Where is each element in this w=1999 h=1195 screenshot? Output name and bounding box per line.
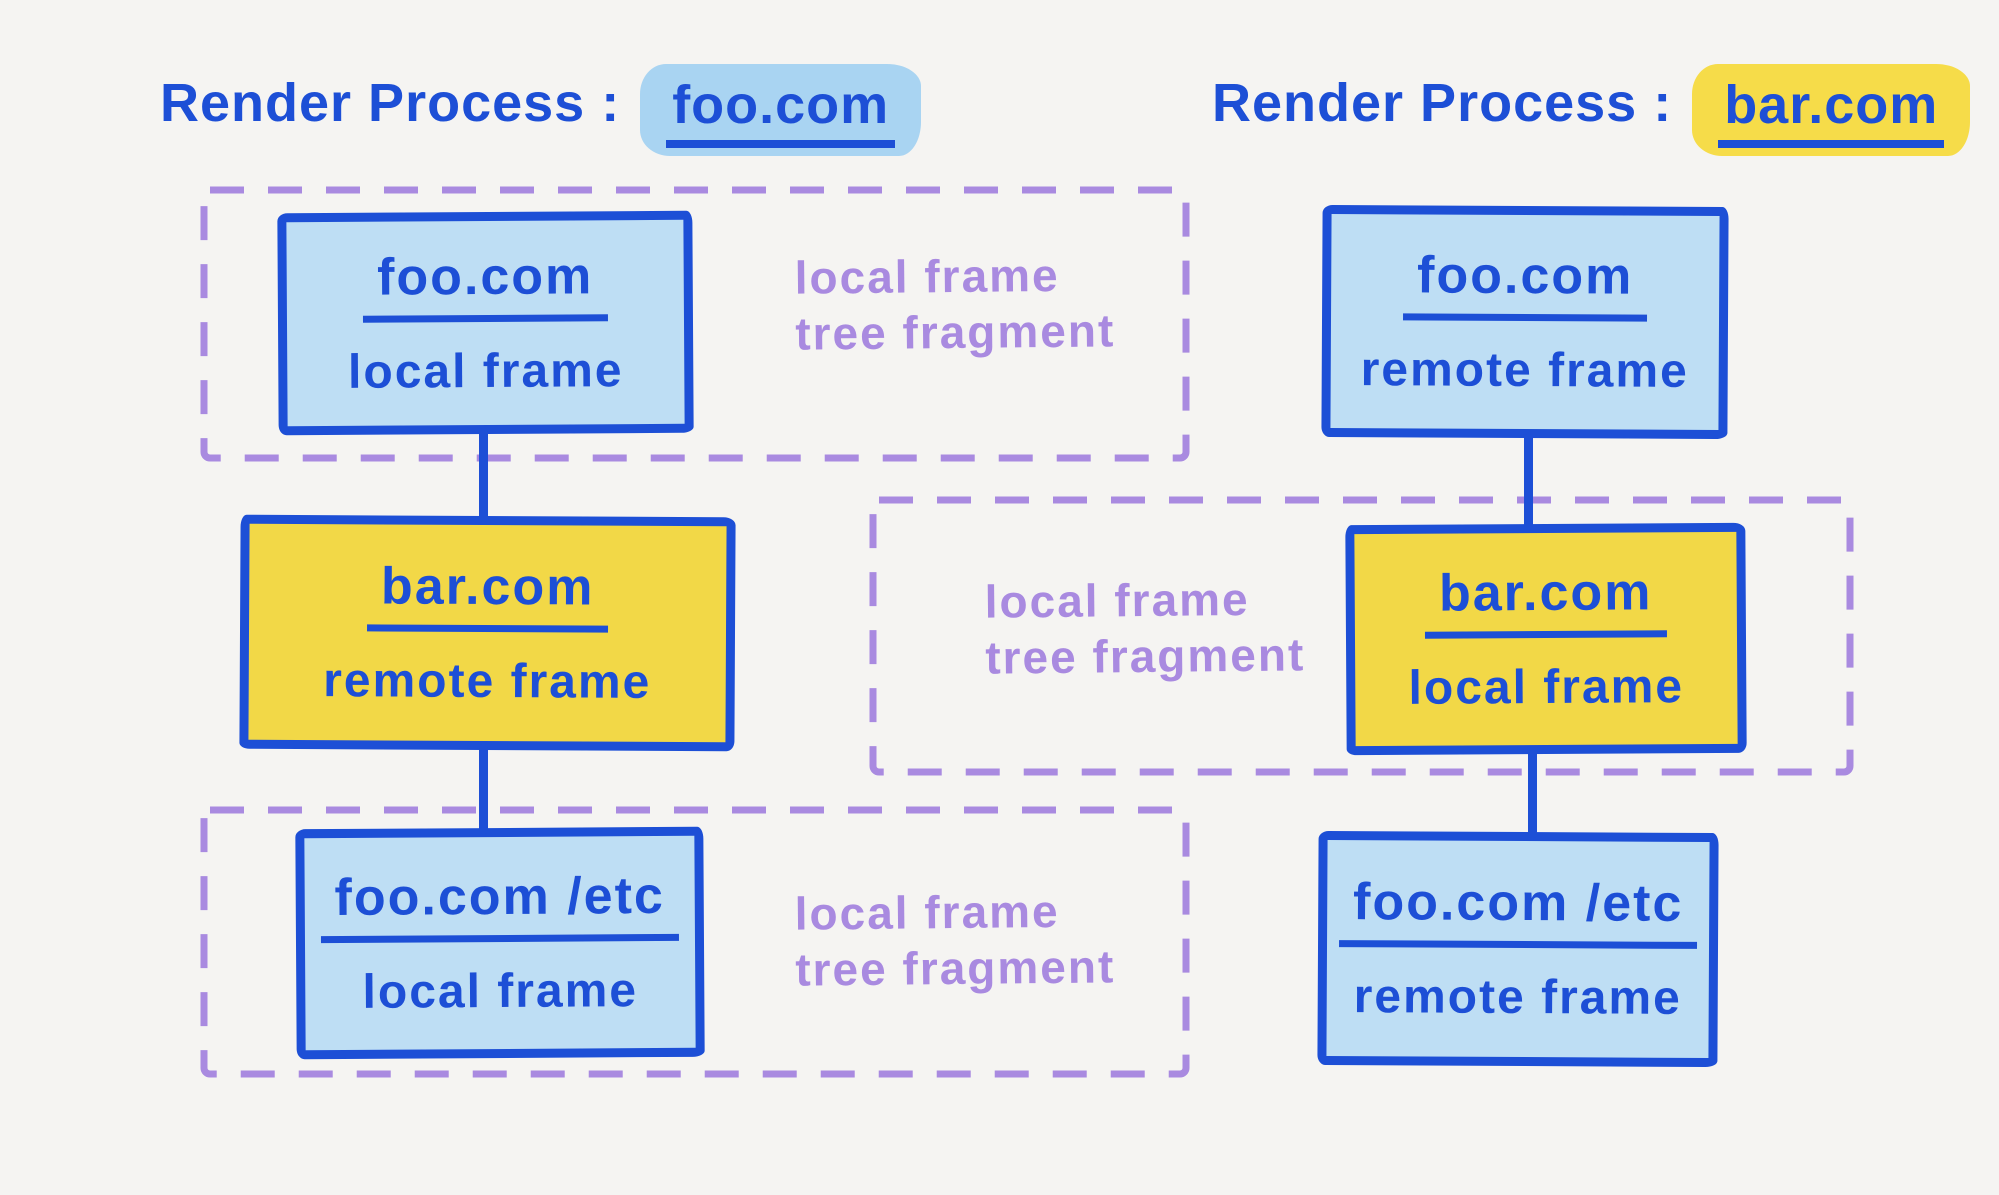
local-frame-tree-fragment-box [200, 186, 1190, 462]
frame-node-bar-remote: bar.com remote frame [239, 514, 736, 752]
local-frame-tree-fragment-box [200, 806, 1190, 1078]
connector-line [1528, 750, 1537, 838]
process-title-highlight-bar: bar.com [1692, 64, 1971, 156]
fragment-label: local frame tree fragment [794, 246, 1115, 362]
fragment-label-line2: tree fragment [795, 304, 1116, 360]
fragment-label-line1: local frame [984, 572, 1250, 628]
local-frame-tree-fragment-box [869, 496, 1854, 776]
fragment-label: local frame tree fragment [984, 570, 1305, 686]
frame-node-domain: foo.com [362, 246, 608, 323]
frame-node-type: local frame [1408, 660, 1685, 715]
frame-node-type: remote frame [323, 654, 652, 709]
fragment-label-line2: tree fragment [985, 628, 1306, 684]
frame-node-domain: foo.com /etc [1338, 872, 1698, 949]
fragment-label-line1: local frame [794, 884, 1060, 940]
frame-node-domain: foo.com [1402, 245, 1648, 322]
process-title-highlight-foo: foo.com [640, 64, 922, 156]
frame-node-domain: bar.com [366, 556, 609, 633]
frame-node-foo-etc-remote: foo.com /etc remote frame [1317, 830, 1719, 1068]
connector-line [479, 428, 488, 522]
process-title-foo: Render Process : foo.com [160, 64, 922, 156]
process-title-domain: bar.com [1718, 74, 1945, 148]
frame-node-type: local frame [347, 344, 624, 399]
frame-node-foo-remote: foo.com remote frame [1321, 204, 1729, 440]
frame-node-foo-local: foo.com local frame [277, 210, 694, 436]
frame-node-type: local frame [362, 964, 639, 1019]
process-title-bar: Render Process : bar.com [1212, 64, 1971, 156]
fragment-label-line1: local frame [794, 248, 1060, 304]
process-title-prefix: Render Process : [160, 73, 621, 133]
frame-node-type: remote frame [1360, 343, 1689, 398]
process-title-domain: foo.com [666, 74, 896, 148]
fragment-label: local frame tree fragment [794, 882, 1115, 998]
frame-node-foo-etc-local: foo.com /etc local frame [295, 826, 705, 1060]
frame-node-domain: foo.com /etc [320, 865, 680, 944]
frame-node-type: remote frame [1353, 970, 1682, 1025]
frame-node-bar-local: bar.com local frame [1345, 522, 1747, 756]
fragment-label-line2: tree fragment [795, 940, 1116, 996]
frame-node-domain: bar.com [1424, 562, 1667, 639]
process-title-prefix: Render Process : [1212, 73, 1673, 133]
connector-line [479, 744, 488, 834]
connector-line [1524, 434, 1533, 530]
